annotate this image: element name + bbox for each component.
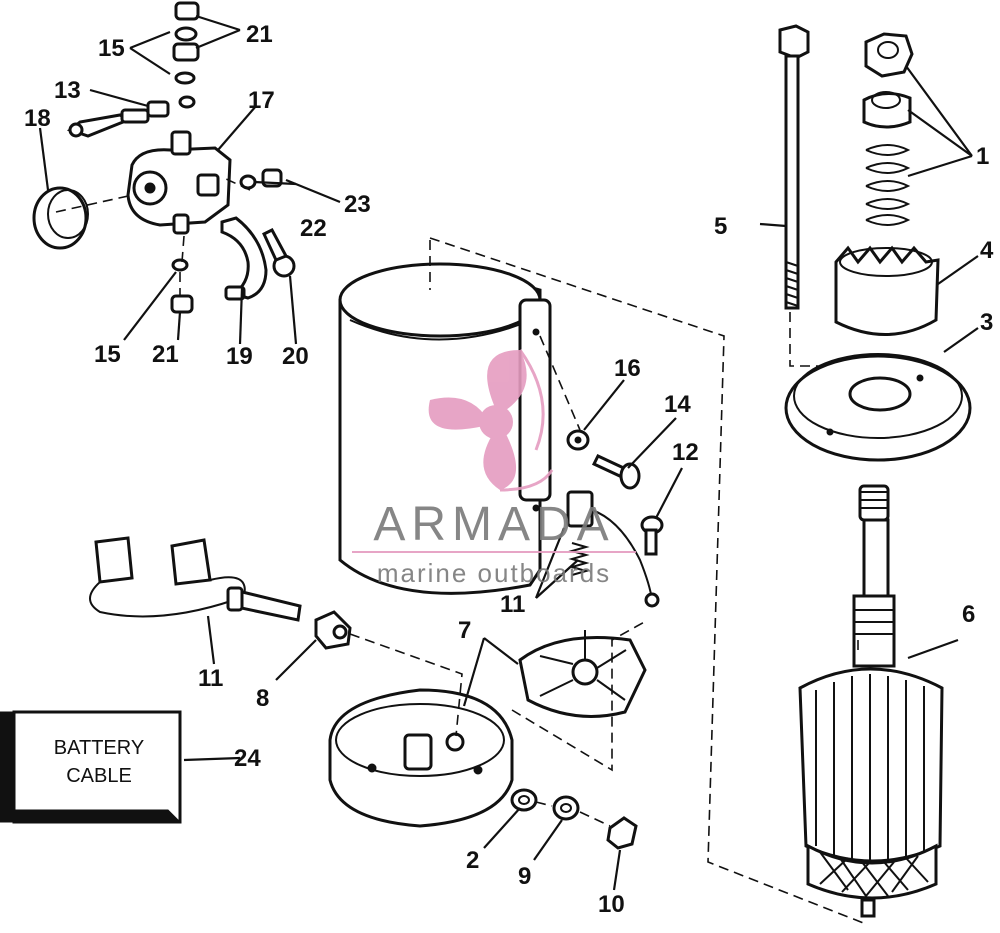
sleeve-1 xyxy=(862,92,912,129)
callout-21-top: 21 xyxy=(246,21,273,48)
frame-housing xyxy=(338,262,664,608)
callout-15-bottom: 15 xyxy=(94,341,121,368)
watermark-brand: ARMADA xyxy=(373,498,614,551)
washer-2 xyxy=(510,788,538,812)
spring-1 xyxy=(865,144,911,226)
nut-21-top xyxy=(174,1,200,21)
callout-17: 17 xyxy=(248,87,275,114)
boot-18 xyxy=(32,186,88,250)
callout-18: 18 xyxy=(24,105,51,132)
washer-15-low xyxy=(171,258,189,272)
nut-21-low xyxy=(170,294,194,314)
callout-13: 13 xyxy=(54,77,81,104)
callout-5: 5 xyxy=(714,213,727,240)
leader-lines xyxy=(38,14,979,891)
solenoid-body xyxy=(126,146,232,227)
callout-6: 6 xyxy=(962,601,975,628)
drive-assembly xyxy=(778,24,972,918)
callout-2: 2 xyxy=(466,847,479,874)
frame-tab xyxy=(518,298,552,502)
brush-11-b xyxy=(170,538,212,586)
callout-7: 7 xyxy=(458,617,471,644)
washer-15-top xyxy=(174,26,198,42)
nut-1 xyxy=(864,32,914,78)
watermark: ARMADA marine outboards xyxy=(352,349,636,588)
callout-15-top: 15 xyxy=(98,35,125,62)
callout-10: 10 xyxy=(598,891,625,918)
nut-10 xyxy=(606,816,638,850)
callout-8: 8 xyxy=(256,685,269,712)
assembly-guide-lines xyxy=(55,177,867,925)
callout-22: 22 xyxy=(300,215,327,242)
callout-11-left: 11 xyxy=(198,665,223,692)
callout-16: 16 xyxy=(614,355,641,382)
callout-1: 1 xyxy=(976,143,989,170)
battery-cable-label-line2: CABLE xyxy=(66,765,132,787)
nut-21-mid xyxy=(172,42,200,62)
brush-11-right xyxy=(566,490,594,528)
callout-3: 3 xyxy=(980,309,993,336)
brush-lead-assembly xyxy=(89,536,302,622)
callout-12: 12 xyxy=(672,439,699,466)
end-cap xyxy=(314,610,638,850)
callout-19: 19 xyxy=(226,343,253,370)
callout-11-right: 11 xyxy=(500,591,525,618)
armature-tip xyxy=(860,898,876,918)
battery-cable-box: BATTERY CABLE xyxy=(0,710,182,824)
brush-11-a xyxy=(94,536,134,584)
spring-11 xyxy=(568,542,590,576)
solenoid-assembly xyxy=(32,1,296,314)
callout-23: 23 xyxy=(344,191,371,218)
washer-15-mid xyxy=(174,71,196,85)
brush-plate xyxy=(518,630,647,718)
pinion-gear-4 xyxy=(834,245,940,336)
callout-24: 24 xyxy=(234,745,261,772)
callout-14: 14 xyxy=(664,391,691,418)
callout-labels: 1 2 3 4 5 6 7 8 9 10 11 11 12 13 14 15 1… xyxy=(24,21,994,918)
callout-9: 9 xyxy=(518,863,531,890)
through-bolt-5 xyxy=(778,24,810,60)
watermark-tagline: marine outboards xyxy=(377,558,611,588)
washer-9 xyxy=(552,795,580,821)
washer-small xyxy=(178,95,196,109)
callout-4: 4 xyxy=(980,237,994,264)
callout-21-bottom: 21 xyxy=(152,341,179,368)
battery-cable-label-line1: BATTERY xyxy=(54,737,144,759)
propeller-logo xyxy=(428,349,554,492)
callout-20: 20 xyxy=(282,343,309,370)
